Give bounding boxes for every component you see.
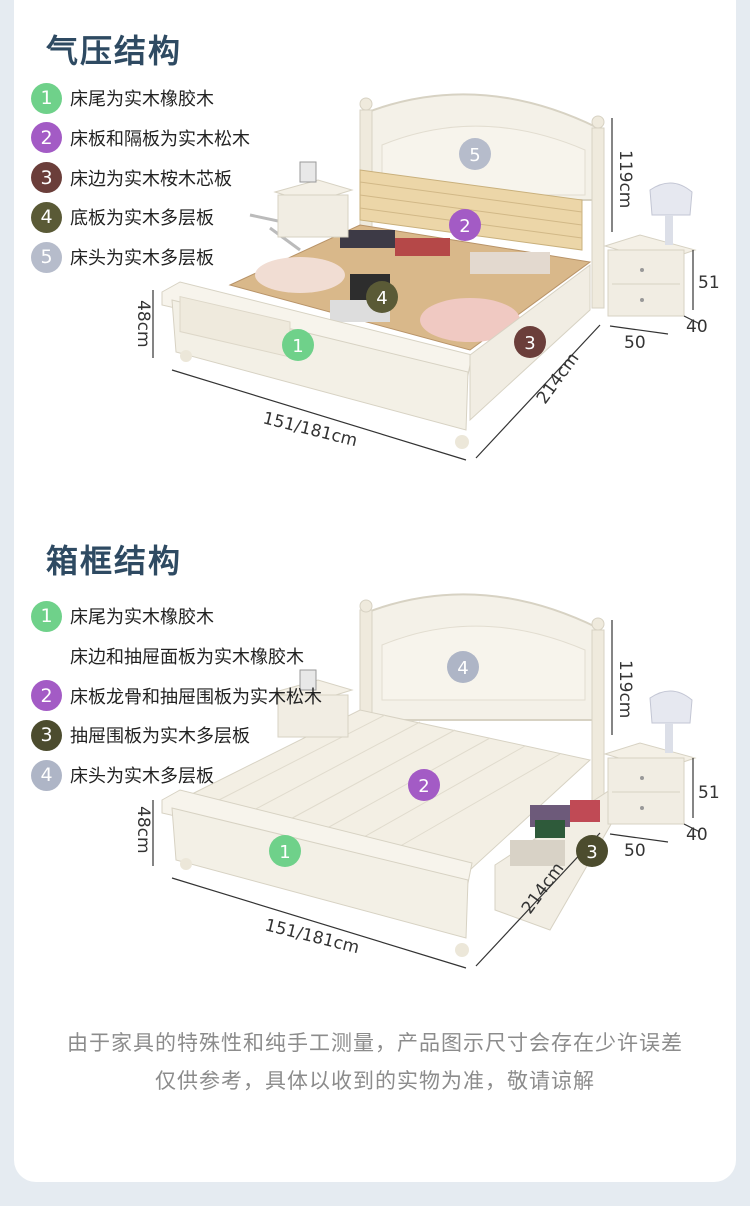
legend-item: 1 床尾为实木橡胶木 <box>31 600 322 632</box>
svg-text:2: 2 <box>459 216 470 237</box>
legend-item: 2 床板和隔板为实木松木 <box>31 122 250 154</box>
legend-text: 床尾为实木橡胶木 <box>70 89 214 110</box>
marker-5: 5 <box>459 138 491 170</box>
disclaimer-line-2: 仅供参考，具体以收到的实物为准，敬请谅解 <box>155 1069 595 1093</box>
nightstand-left <box>273 669 354 738</box>
number-badge: 1 <box>31 82 62 114</box>
number-badge: 1 <box>31 600 62 632</box>
legend-item: 4 床头为实木多层板 <box>31 759 322 791</box>
number-badge: 4 <box>31 759 62 791</box>
marker-2: 2 <box>408 769 440 801</box>
marker-1: 1 <box>282 329 314 361</box>
legend-text: 床边为实木桉木芯板 <box>70 168 232 190</box>
svg-text:3: 3 <box>586 842 597 863</box>
drawer <box>494 789 626 931</box>
nightstand-left <box>273 161 354 238</box>
disclaimer-footer: 由于家具的特殊性和纯手工测量，产品图示尺寸会存在少许误差 仅供参考，具体以收到的… <box>0 1024 750 1100</box>
number-badge: 2 <box>31 680 62 712</box>
dim-nightstand-w: 50 <box>624 841 646 861</box>
number-badge: 2 <box>31 122 62 154</box>
section-gas-lift: 119cm 48cm 151/181cm 214cm 51 40 50 5 2 … <box>0 0 750 500</box>
marker-1: 1 <box>269 835 301 867</box>
svg-text:3: 3 <box>524 333 535 354</box>
dim-nightstand-h: 51 <box>698 273 720 293</box>
number-badge: 3 <box>31 719 62 751</box>
svg-text:5: 5 <box>469 145 480 166</box>
svg-text:1: 1 <box>279 842 290 863</box>
legend-item: 3 抽屉围板为实木多层板 <box>31 719 322 751</box>
legend-item: 1 床尾为实木橡胶木 <box>31 82 250 114</box>
raised-bed-slats <box>249 169 583 252</box>
number-badge-spacer <box>31 640 62 671</box>
legend-item: 4 底板为实木多层板 <box>31 201 250 233</box>
slatted-platform <box>188 709 592 871</box>
legend-text: 床头为实木多层板 <box>70 766 214 788</box>
dim-tail-height: 48cm <box>133 300 153 348</box>
dim-width: 151/181cm <box>263 915 362 958</box>
dim-nightstand-d: 40 <box>686 317 708 337</box>
number-badge: 5 <box>31 241 62 273</box>
svg-text:1: 1 <box>292 336 303 357</box>
nightstand-right <box>603 690 697 825</box>
svg-text:4: 4 <box>457 658 468 679</box>
legend-item: 2 床板龙骨和抽屉围板为实木松木 <box>31 680 322 712</box>
gas-lift-bed-illustration: 119cm 48cm 151/181cm 214cm 51 40 50 5 2 … <box>133 93 720 461</box>
marker-3: 3 <box>514 326 546 358</box>
legend-item: 5 床头为实木多层板 <box>31 241 250 273</box>
dim-nightstand-d: 40 <box>686 825 708 845</box>
svg-text:2: 2 <box>418 776 429 797</box>
dim-tail-height: 48cm <box>133 806 153 854</box>
legend-item: 3 床边为实木桉木芯板 <box>31 162 250 194</box>
section-box-frame: 119cm 48cm 151/181cm 214cm 51 40 50 4 2 … <box>0 520 750 1000</box>
storage-box <box>228 224 592 351</box>
legend-text: 床板龙骨和抽屉围板为实木松木 <box>70 686 322 708</box>
number-badge: 4 <box>31 201 62 233</box>
dim-length: 214cm <box>533 349 583 408</box>
box-frame-bed-illustration: 119cm 48cm 151/181cm 214cm 51 40 50 4 2 … <box>133 593 720 969</box>
marker-4: 4 <box>447 651 479 683</box>
marker-2: 2 <box>449 209 481 241</box>
footboard <box>161 789 473 957</box>
section-title: 气压结构 <box>46 32 183 70</box>
nightstand-right <box>603 182 697 317</box>
material-legend: 1 床尾为实木橡胶木 2 床板和隔板为实木松木 3 床边为实木桉木芯板 4 底板为实木多… <box>31 82 250 281</box>
dim-width: 151/181cm <box>261 408 360 451</box>
dim-nightstand-h: 51 <box>698 783 720 803</box>
section-title: 箱框结构 <box>46 542 183 580</box>
marker-4: 4 <box>366 281 398 313</box>
headboard <box>359 593 605 811</box>
legend-text: 床头为实木多层板 <box>70 248 214 270</box>
legend-text: 底板为实木多层板 <box>70 208 214 230</box>
legend-text: 床尾为实木橡胶木 <box>70 607 214 628</box>
legend-text: 床边和抽屉面板为实木橡胶木 <box>70 646 304 668</box>
number-badge: 3 <box>31 162 62 194</box>
marker-3: 3 <box>576 835 608 867</box>
dim-nightstand-w: 50 <box>624 333 646 353</box>
dim-height: 119cm <box>615 660 635 718</box>
dim-height: 119cm <box>615 150 635 208</box>
disclaimer-line-1: 由于家具的特殊性和纯手工测量，产品图示尺寸会存在少许误差 <box>67 1031 683 1055</box>
svg-text:4: 4 <box>376 288 387 309</box>
legend-item: 床边和抽屉面板为实木橡胶木 <box>31 640 322 672</box>
legend-text: 床板和隔板为实木松木 <box>70 128 250 150</box>
legend-text: 抽屉围板为实木多层板 <box>70 726 250 748</box>
dimension-lines <box>152 118 701 461</box>
